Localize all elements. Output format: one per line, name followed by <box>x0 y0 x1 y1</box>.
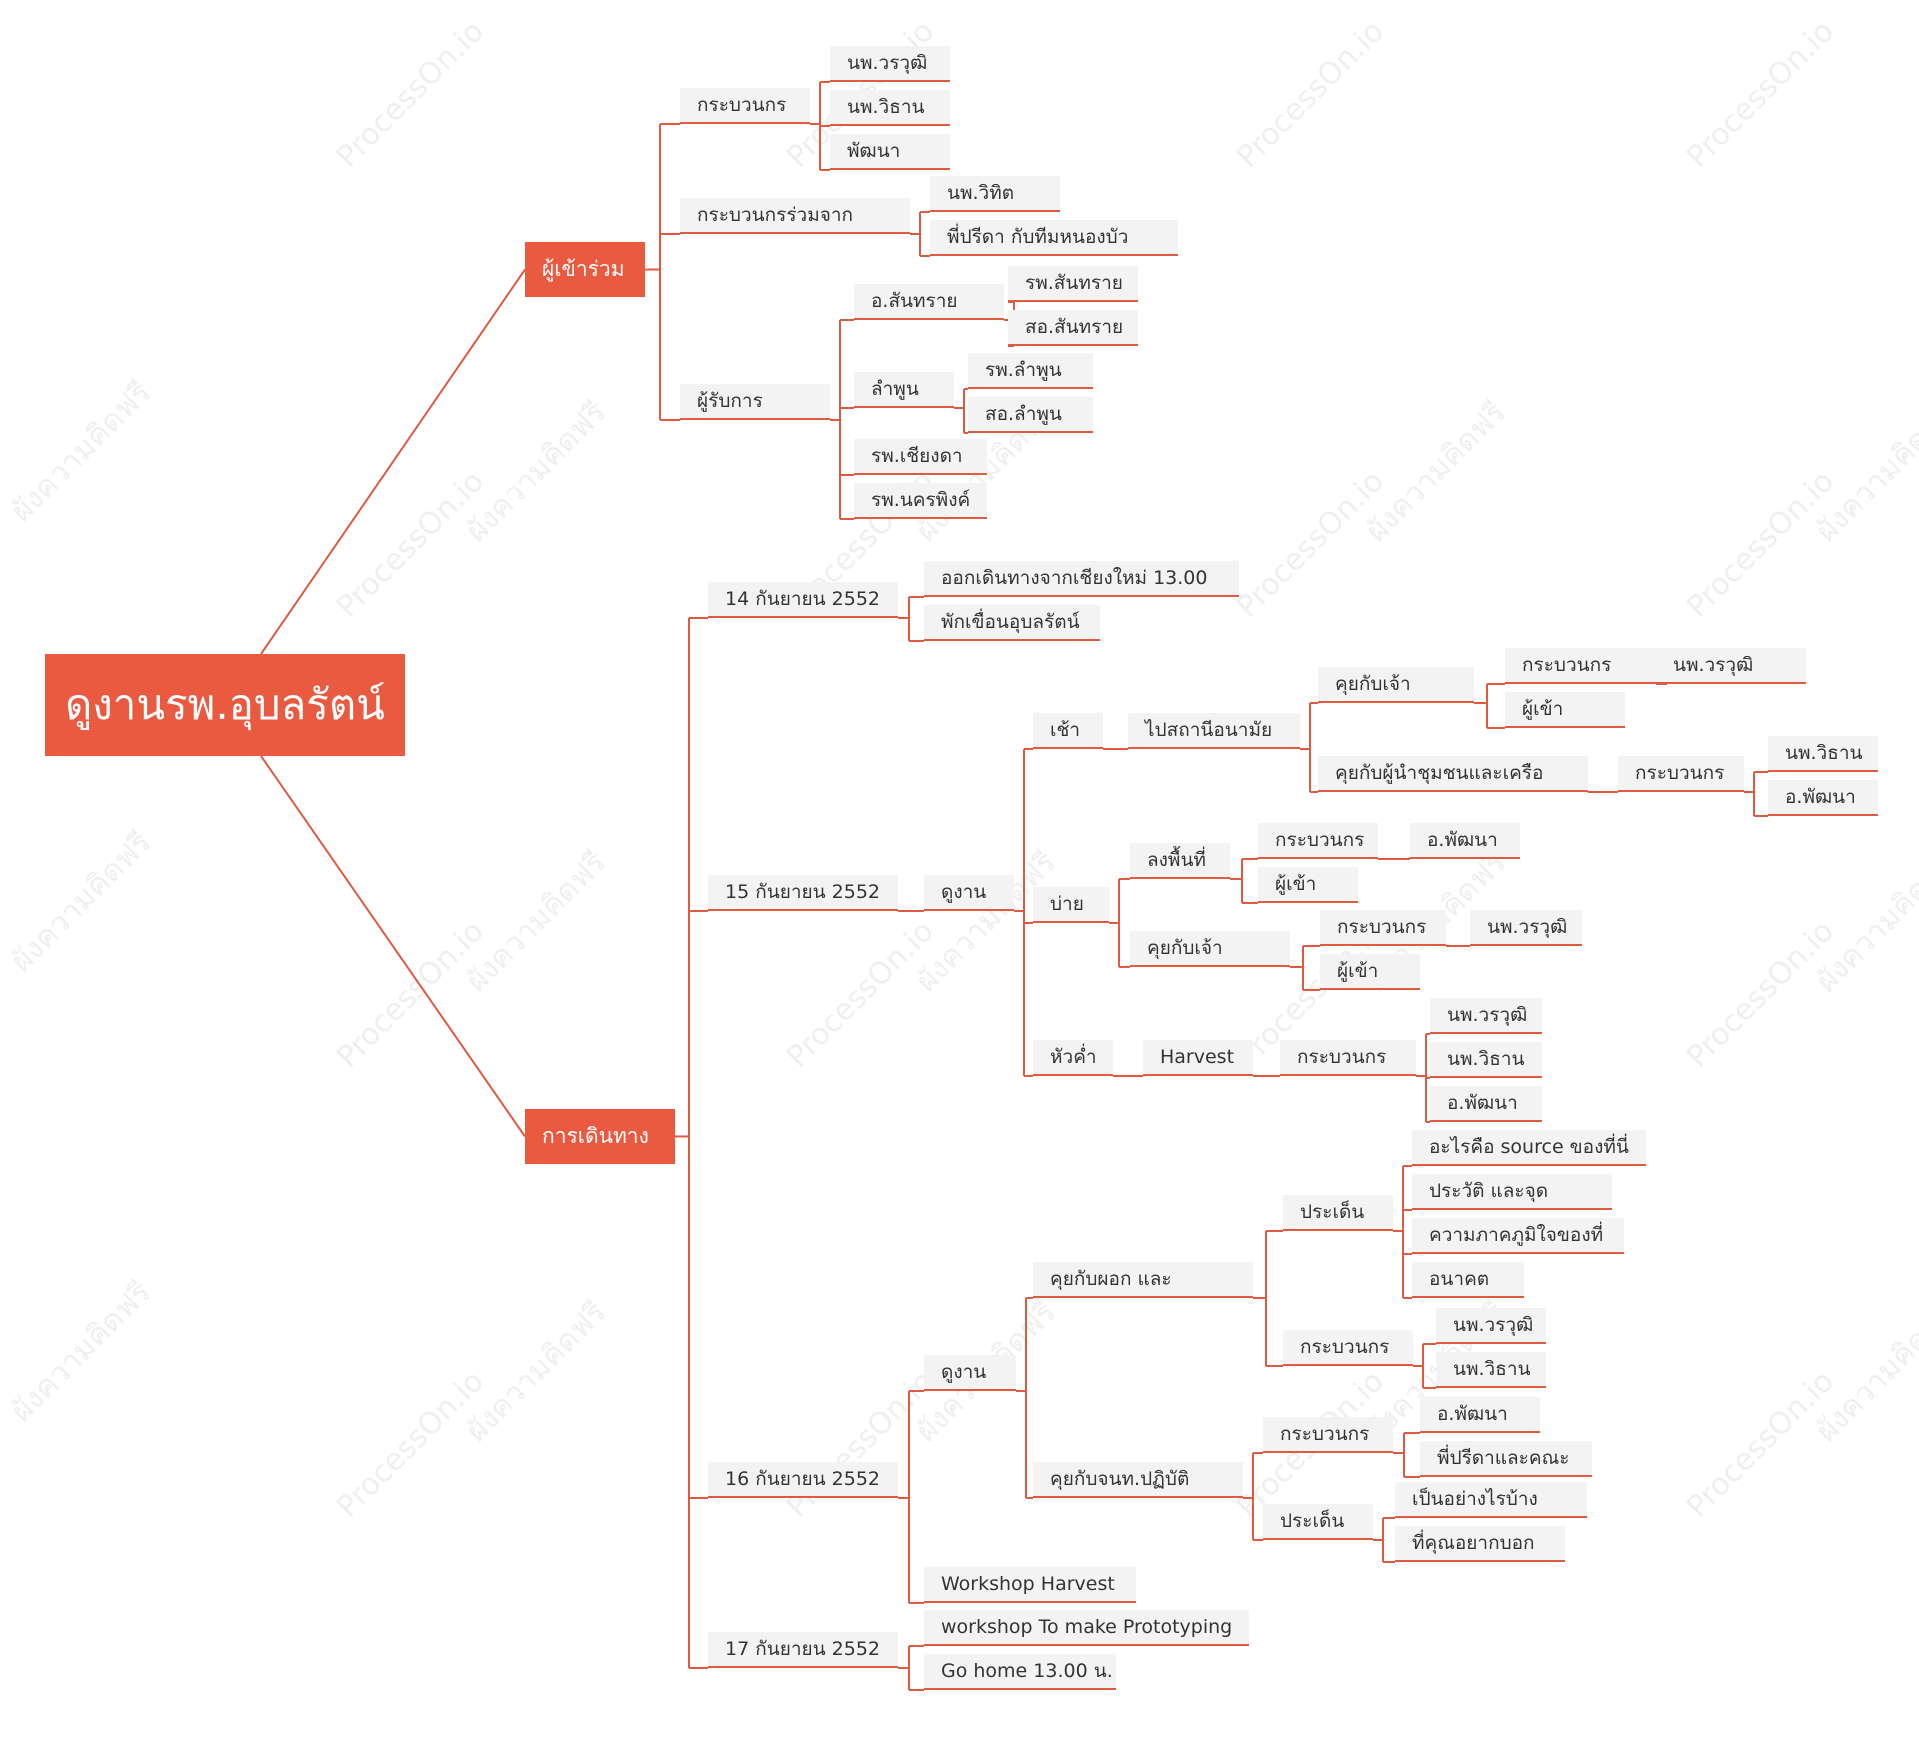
topic-n1a4[interactable]: อนาคต <box>1412 1262 1524 1298</box>
topic-d1[interactable]: 14 กันยายน 2552 <box>708 582 898 618</box>
topic-m2a2[interactable]: ผู้เข้า <box>1258 867 1358 903</box>
topic-n2b1[interactable]: เป็นอย่างไรบ้าง <box>1395 1482 1587 1518</box>
topic-n1b1[interactable]: นพ.วรวุฒิ <box>1436 1308 1546 1344</box>
topic-n2b2[interactable]: ที่คุณอยากบอก <box>1395 1526 1565 1562</box>
topic-n2b[interactable]: ประเด็น <box>1263 1504 1373 1540</box>
topic-m2b2[interactable]: ผู้เข้า <box>1320 954 1420 990</box>
topic-n1b2[interactable]: นพ.วิธาน <box>1436 1352 1546 1388</box>
topic-m2b1a[interactable]: นพ.วรวุฒิ <box>1470 910 1582 946</box>
topic-m3a1c[interactable]: อ.พัฒนา <box>1430 1086 1542 1122</box>
topic-n2[interactable]: คุยกับจนท.ปฏิบัติ <box>1033 1462 1243 1498</box>
topic-c3c[interactable]: รพ.เชียงดา <box>854 439 987 475</box>
topic-c3a1[interactable]: รพ.สันทราย <box>1008 266 1138 302</box>
topic-d1a[interactable]: ออกเดินทางจากเชียงใหม่ 13.00 <box>924 561 1239 597</box>
topic-c1c[interactable]: พัฒนา <box>830 134 950 170</box>
topic-d2a[interactable]: ดูงาน <box>924 875 1014 911</box>
topic-c3b1[interactable]: รพ.ลำพูน <box>968 353 1093 389</box>
topic-m3[interactable]: หัวค่ำ <box>1033 1040 1113 1076</box>
topic-m1[interactable]: เช้า <box>1033 713 1103 749</box>
topic-m3a1[interactable]: กระบวนกร <box>1280 1040 1416 1076</box>
topic-m1a1a1[interactable]: นพ.วรวุฒิ <box>1656 648 1806 684</box>
topic-c1a[interactable]: นพ.วรวุฒิ <box>830 46 950 82</box>
topic-c2[interactable]: กระบวนกรร่วมจาก <box>680 198 910 234</box>
topic-n1a3[interactable]: ความภาคภูมิใจของที่ <box>1412 1218 1624 1254</box>
topic-m1a1[interactable]: คุยกับเจ้า <box>1318 667 1474 703</box>
topic-n1[interactable]: คุยกับผอก และ <box>1033 1262 1253 1298</box>
topic-m1a1b[interactable]: ผู้เข้า <box>1505 692 1625 728</box>
topic-c3d[interactable]: รพ.นครพิงค์ <box>854 483 987 519</box>
topic-d2[interactable]: 15 กันยายน 2552 <box>708 875 898 911</box>
topic-n2a2[interactable]: พี่ปรีดาและคณะ <box>1420 1441 1592 1477</box>
topic-m3a[interactable]: Harvest <box>1143 1040 1253 1076</box>
central-topic[interactable]: ดูงานรพ.อุบลรัตน์ <box>45 654 405 756</box>
topic-d3b[interactable]: Workshop Harvest <box>924 1567 1136 1603</box>
topic-c3a[interactable]: อ.สันทราย <box>854 284 1004 320</box>
topic-m2a[interactable]: ลงพื้นที่ <box>1130 843 1230 879</box>
topic-n1a1[interactable]: อะไรคือ source ของที่นี่ <box>1412 1130 1646 1166</box>
topic-m2b1[interactable]: กระบวนกร <box>1320 910 1446 946</box>
topic-d3[interactable]: 16 กันยายน 2552 <box>708 1462 898 1498</box>
topic-m1a2a1[interactable]: นพ.วิธาน <box>1768 736 1878 772</box>
topic-m2a1[interactable]: กระบวนกร <box>1258 823 1378 859</box>
topic-m3a1b[interactable]: นพ.วิธาน <box>1430 1042 1542 1078</box>
main-branch-b1[interactable]: ผู้เข้าร่วม <box>525 242 645 297</box>
topic-c1b[interactable]: นพ.วิธาน <box>830 90 950 126</box>
topic-d1b[interactable]: พักเขื่อนอุบลรัตน์ <box>924 605 1100 641</box>
topic-n1a2[interactable]: ประวัติ และจุด <box>1412 1174 1612 1210</box>
connector-root-b1 <box>260 268 526 655</box>
topic-m1a1a[interactable]: กระบวนกร <box>1505 648 1657 684</box>
topic-n2a1[interactable]: อ.พัฒนา <box>1420 1397 1540 1433</box>
topic-d4a[interactable]: workshop To make Prototyping <box>924 1610 1249 1646</box>
topic-c3b2[interactable]: สอ.ลำพูน <box>968 397 1093 433</box>
topic-m1a[interactable]: ไปสถานีอนามัย <box>1128 713 1300 749</box>
topic-c1[interactable]: กระบวนกร <box>680 88 810 124</box>
topic-m2a1a[interactable]: อ.พัฒนา <box>1410 823 1520 859</box>
topic-c3b[interactable]: ลำพูน <box>854 372 954 408</box>
topic-m2b[interactable]: คุยกับเจ้า <box>1130 931 1290 967</box>
topic-d4[interactable]: 17 กันยายน 2552 <box>708 1632 898 1668</box>
main-branch-b2[interactable]: การเดินทาง <box>525 1109 675 1164</box>
topic-m3a1a[interactable]: นพ.วรวุฒิ <box>1430 998 1542 1034</box>
topic-c3a2[interactable]: สอ.สันทราย <box>1008 310 1138 346</box>
connector-root-b2 <box>260 755 526 1138</box>
topic-c3[interactable]: ผู้รับการ <box>680 384 830 420</box>
topic-n1a[interactable]: ประเด็น <box>1283 1195 1393 1231</box>
topic-n2a[interactable]: กระบวนกร <box>1263 1417 1393 1453</box>
topic-n1b[interactable]: กระบวนกร <box>1283 1330 1413 1366</box>
topic-c2b[interactable]: พี่ปรีดา กับทีมหนองบัว <box>930 220 1178 256</box>
topic-m1a2a[interactable]: กระบวนกร <box>1618 756 1744 792</box>
topic-c2a[interactable]: นพ.วิทิต <box>930 176 1060 212</box>
topic-m2[interactable]: บ่าย <box>1033 887 1109 923</box>
topic-d3a[interactable]: ดูงาน <box>924 1355 1016 1391</box>
topic-m1a2[interactable]: คุยกับผู้นำชุมชนและเครือ <box>1318 756 1588 792</box>
topic-d4b[interactable]: Go home 13.00 น. <box>924 1654 1116 1690</box>
topic-m1a2a2[interactable]: อ.พัฒนา <box>1768 780 1878 816</box>
